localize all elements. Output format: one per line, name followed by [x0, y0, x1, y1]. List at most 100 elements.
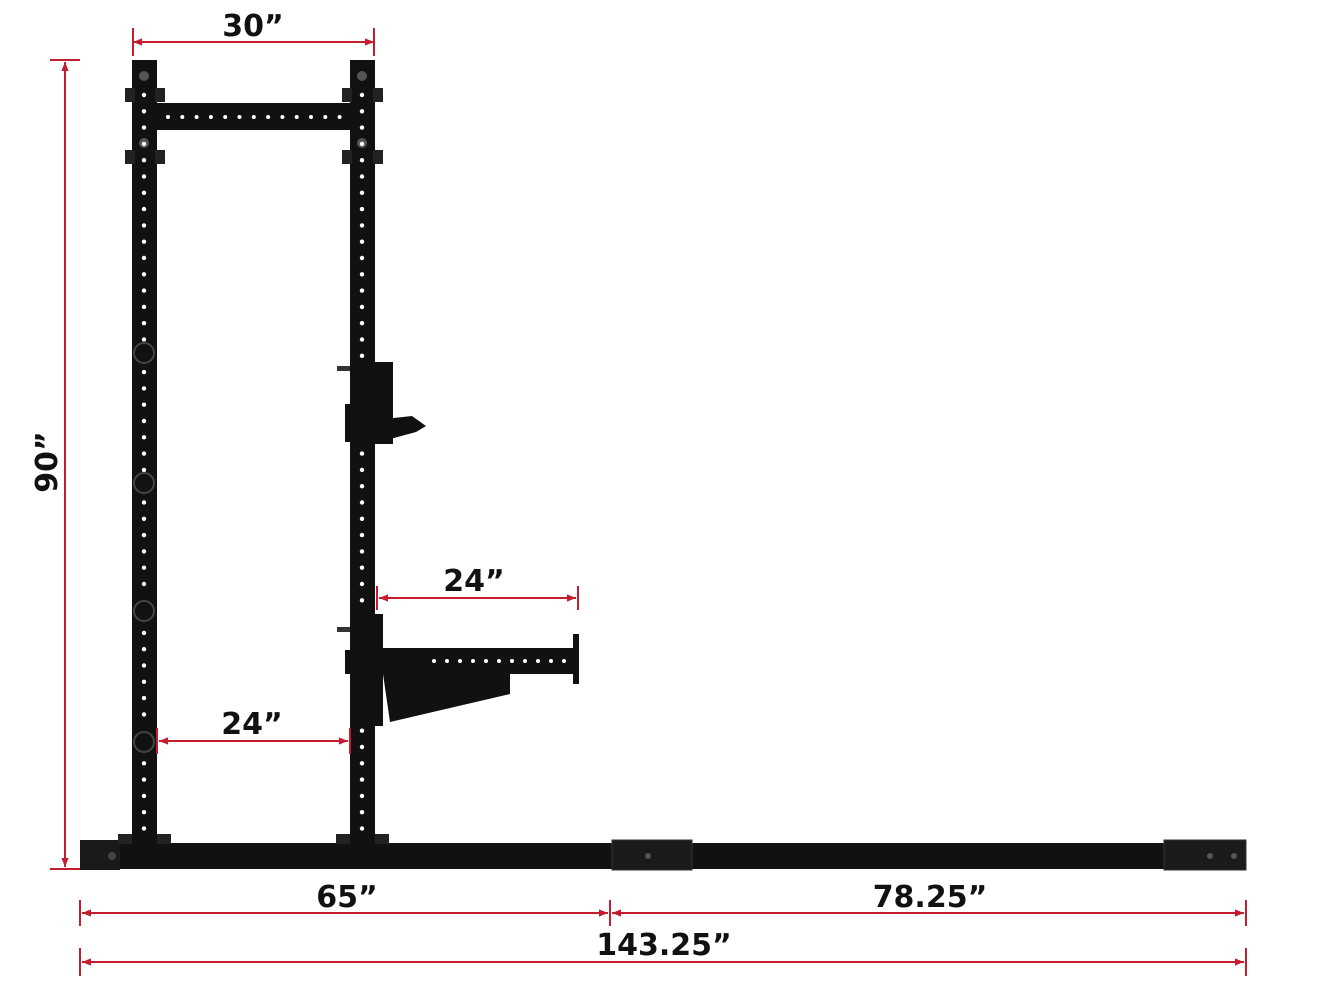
spotter-arm-endcap	[573, 634, 579, 684]
upright-hole	[141, 777, 147, 782]
upright-hole	[141, 810, 147, 815]
upright-hole	[141, 190, 147, 195]
upright-hole	[359, 728, 365, 733]
upright-hole	[141, 402, 147, 407]
upright-hole	[141, 288, 147, 293]
upright-hole	[141, 630, 147, 636]
upright-hole	[359, 598, 365, 603]
upright-hole	[141, 158, 147, 163]
dim-arm-length-label: 24”	[443, 564, 504, 599]
upright-hole	[194, 115, 199, 119]
upright-hole	[309, 115, 313, 119]
upright-hole	[266, 115, 271, 119]
upright-hole	[359, 321, 365, 326]
upright-hole	[166, 115, 170, 119]
upright-hole	[359, 353, 365, 358]
upright-hole	[141, 516, 147, 521]
upright-hole	[141, 467, 147, 473]
upright-hole	[359, 467, 365, 473]
upright-hole	[359, 109, 365, 114]
upright-foot-brackets	[118, 834, 389, 844]
upright-hole	[359, 288, 365, 293]
upright-hole	[141, 565, 147, 570]
upright-hole	[359, 174, 365, 179]
upright-hole	[432, 659, 436, 663]
upright-hole	[359, 239, 365, 244]
upright-hole	[141, 500, 147, 505]
upright-hole	[359, 549, 365, 554]
upright-hole	[337, 115, 342, 119]
upright-hole	[359, 793, 365, 799]
base-bolt	[108, 852, 116, 860]
upright-hole	[359, 255, 365, 261]
upright-hole	[359, 158, 365, 163]
dim-top-width-label: 30”	[222, 9, 283, 44]
upright-hole	[141, 695, 147, 701]
upright-hole	[359, 744, 365, 750]
upright-hole	[458, 659, 462, 663]
upright-hole	[359, 810, 365, 815]
upright-hole	[141, 174, 147, 179]
dim-inner-span-label: 24”	[221, 707, 282, 742]
upright-hole	[141, 369, 147, 375]
rack-structure	[80, 60, 1247, 871]
upright-hole	[359, 451, 365, 456]
spotter-arm-tube	[383, 648, 573, 674]
upright-hole	[141, 321, 147, 326]
upright-hole	[359, 532, 365, 538]
upright-hole	[359, 272, 365, 277]
upright-hole	[359, 500, 365, 505]
upright-hole	[359, 337, 365, 342]
upright-hole	[141, 549, 147, 554]
spotter-arm	[337, 614, 579, 726]
dim-overall-length-label: 143.25”	[596, 928, 731, 963]
left-upright-spacers	[133, 342, 155, 753]
upright-hole	[471, 659, 475, 663]
upright-hole	[141, 255, 147, 261]
crossmember-brackets	[125, 88, 383, 164]
upright-hole	[141, 761, 147, 766]
upright-hole	[510, 659, 514, 663]
upright-hole	[141, 206, 147, 212]
upright-hole	[359, 206, 365, 212]
upright-hole	[562, 659, 566, 663]
upright-hole	[359, 565, 365, 570]
upright-hole	[141, 663, 147, 668]
upright-hole	[445, 659, 449, 663]
upright-hole	[141, 581, 147, 587]
upright-hole	[141, 304, 147, 310]
upright-hole	[359, 761, 365, 766]
upright-hole	[359, 190, 365, 195]
upright-hole	[323, 115, 328, 119]
upright-hole	[141, 223, 147, 228]
upright-hole	[359, 92, 365, 98]
upright-hole	[141, 418, 147, 424]
upright-hole	[549, 659, 553, 663]
upright-hole	[141, 92, 147, 98]
upright-hole	[359, 125, 365, 130]
upright-hole	[497, 659, 501, 663]
upright-hole	[141, 532, 147, 538]
upright-hole	[523, 659, 527, 663]
upright-hole	[280, 115, 285, 119]
spotter-arm-gusset	[383, 674, 510, 722]
base-bolt	[1207, 853, 1213, 859]
upright-hole	[141, 451, 147, 456]
dim-height-label: 90”	[30, 431, 65, 492]
dim-base-extension-label: 78.25”	[873, 880, 988, 915]
upright-hole	[359, 484, 365, 489]
upright-hole	[251, 115, 256, 119]
upright-hole	[141, 337, 147, 342]
upright-hole	[208, 115, 213, 119]
upright-hole	[294, 115, 299, 119]
upright-hole	[223, 115, 228, 119]
upright-hole	[237, 115, 242, 119]
upright-hole	[141, 239, 147, 244]
upright-hole	[359, 516, 365, 521]
base-bolt	[1231, 853, 1237, 859]
upright-hole	[141, 386, 147, 391]
upright-hole	[141, 272, 147, 277]
upright-hole	[141, 141, 147, 147]
upright-hole	[359, 581, 365, 587]
